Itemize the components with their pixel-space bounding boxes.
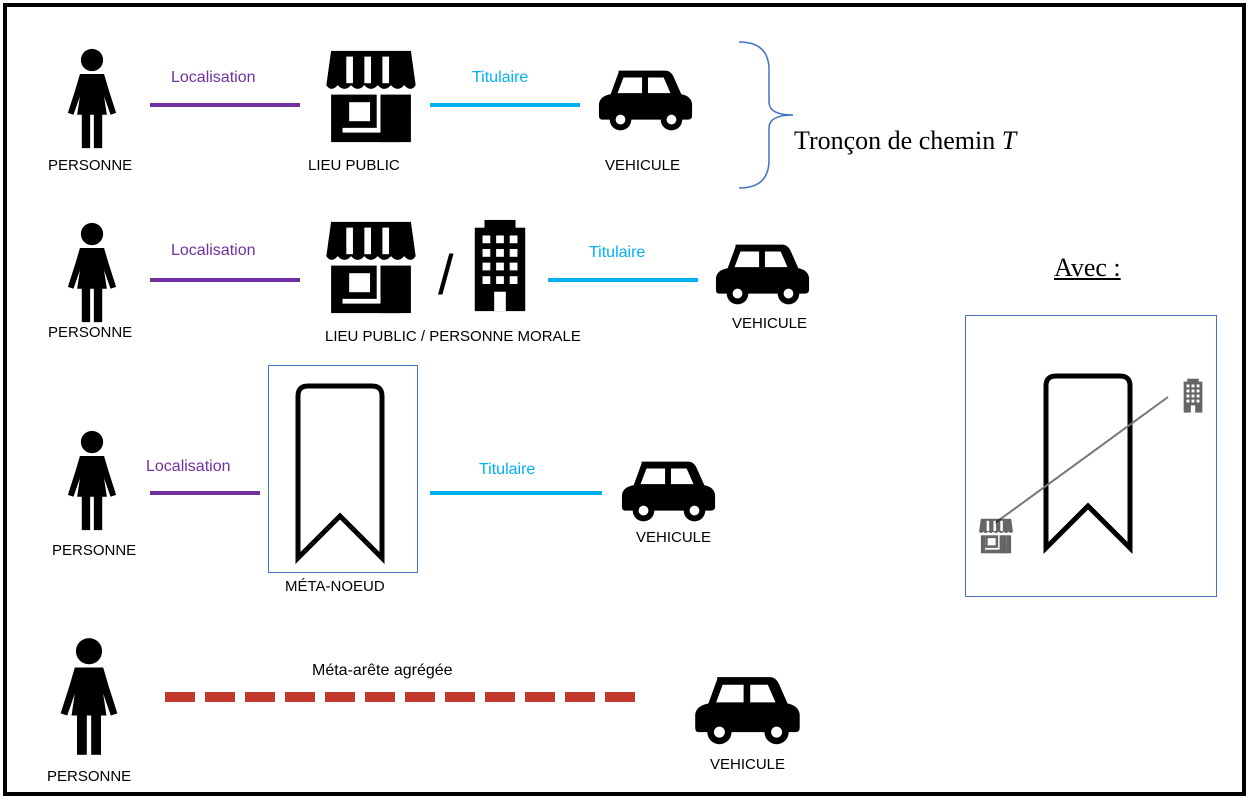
meta-node-icon [290, 380, 390, 570]
lieu-public-label: LIEU PUBLIC [308, 157, 400, 174]
person-icon [62, 222, 122, 324]
titulaire-label: Titulaire [589, 244, 646, 261]
localisation-label: Localisation [171, 242, 256, 259]
aggregated-meta-edge [165, 692, 643, 702]
car-icon [620, 455, 718, 525]
titulaire-label: Titulaire [472, 69, 529, 86]
legend-box [965, 315, 1217, 597]
localisation-edge [150, 491, 260, 495]
car-icon [714, 238, 812, 308]
lieu-public-personne-morale-label: LIEU PUBLIC / PERSONNE MORALE [325, 328, 581, 345]
titulaire-edge [548, 278, 698, 282]
brace-icon [738, 41, 794, 189]
avec-label: Avec : [1054, 253, 1121, 282]
person-icon [62, 430, 122, 532]
personne-label: PERSONNE [52, 542, 137, 559]
troncon-variable: T [1001, 126, 1017, 155]
person-icon [54, 637, 124, 757]
car-icon [693, 669, 803, 749]
car-icon [597, 64, 695, 134]
building-icon [1181, 378, 1205, 414]
localisation-edge [150, 103, 300, 107]
meta-node-box [268, 365, 418, 573]
store-icon [322, 220, 420, 315]
troncon-text: Tronçon de chemin [794, 126, 1002, 155]
vehicule-label: VEHICULE [732, 315, 808, 332]
meta-arete-label: Méta-arête agrégée [312, 662, 453, 679]
titulaire-edge [430, 103, 580, 107]
troncon-label: Tronçon de chemin T [794, 126, 1016, 156]
slash-separator: / [438, 243, 454, 306]
localisation-edge [150, 278, 300, 282]
localisation-label: Localisation [146, 458, 231, 475]
titulaire-label: Titulaire [479, 461, 536, 478]
personne-label: PERSONNE [48, 157, 133, 174]
vehicule-label: VEHICULE [605, 157, 681, 174]
meta-node-connection-line [994, 396, 1169, 524]
personne-label: PERSONNE [48, 324, 133, 341]
person-icon [62, 48, 122, 150]
localisation-label: Localisation [171, 69, 256, 86]
meta-noeud-label: MÉTA-NOEUD [285, 578, 385, 595]
diagram-frame [3, 3, 1246, 796]
building-icon [470, 218, 530, 315]
store-icon [977, 518, 1015, 554]
titulaire-edge [430, 491, 602, 495]
personne-label: PERSONNE [47, 768, 132, 785]
vehicule-label: VEHICULE [710, 756, 786, 773]
vehicule-label: VEHICULE [636, 529, 712, 546]
store-icon [322, 49, 420, 144]
